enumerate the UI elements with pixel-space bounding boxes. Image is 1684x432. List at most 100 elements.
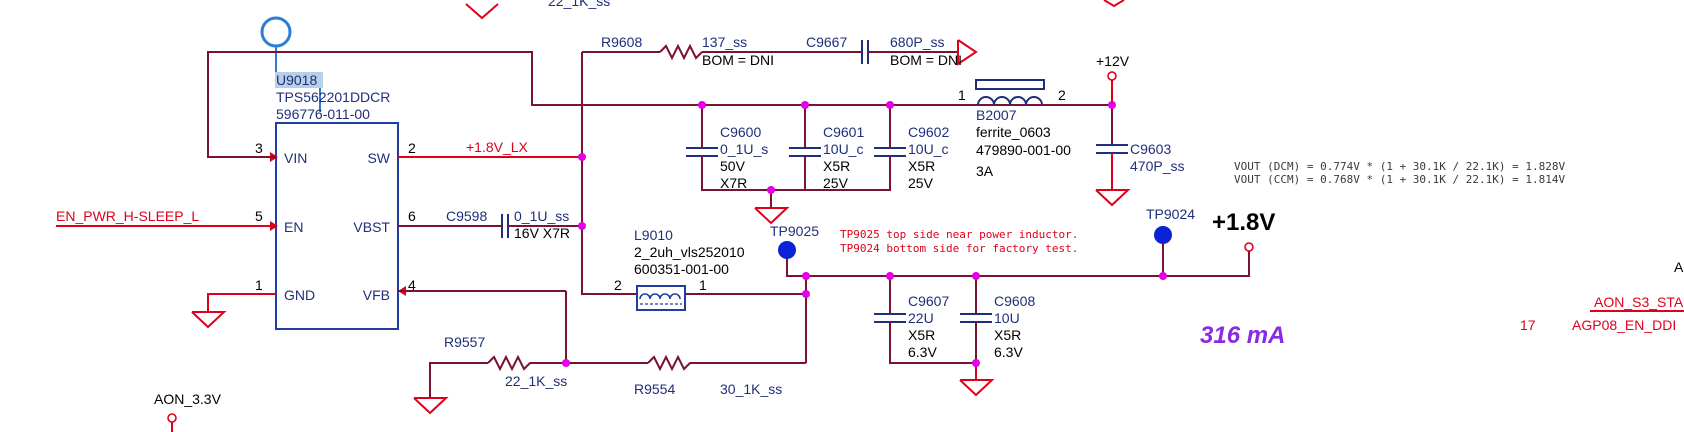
c9601-voltage: 25V <box>823 175 849 191</box>
l9010-part-number: 600351-001-00 <box>634 261 729 277</box>
note-tp9024: TP9024 bottom side for factory test. <box>840 242 1078 255</box>
c9667-body[interactable] <box>861 40 869 64</box>
c9601-dielectric: X5R <box>823 158 850 174</box>
aon33-terminal <box>167 413 177 423</box>
ic-gnd-wire <box>207 293 276 312</box>
b2007-pin1: 1 <box>958 87 966 103</box>
pin-gnd-number: 1 <box>255 277 263 293</box>
b2007-pin2: 2 <box>1058 87 1066 103</box>
l9010-pin1: 1 <box>699 277 707 293</box>
tp9025-label: TP9025 <box>770 223 819 239</box>
c9602-voltage: 25V <box>908 175 934 191</box>
c9602-value: 10U_c <box>908 141 948 157</box>
en-net-label: EN_PWR_H-SLEEP_L <box>56 208 199 224</box>
c9602-body[interactable] <box>874 147 906 157</box>
c9607-value: 22U <box>908 310 934 326</box>
pin-vbst-name: VBST <box>353 219 390 235</box>
ground-symbol-input-caps <box>754 207 790 225</box>
plus18-terminal <box>1244 242 1254 252</box>
b2007-refdes: B2007 <box>976 107 1017 123</box>
b2007-current: 3A <box>976 163 994 179</box>
sw-net-label: +1.8V_LX <box>466 139 529 155</box>
r9608-bom: BOM = DNI <box>702 52 774 68</box>
top-partial-ground <box>465 3 499 20</box>
c9600-value: 0_1U_s <box>720 141 768 157</box>
sw-node-wire <box>581 52 640 295</box>
top-right-partial-ground <box>1103 0 1125 8</box>
c9600-refdes: C9600 <box>720 124 761 140</box>
plus12-terminal <box>1107 71 1117 81</box>
pin-en-name: EN <box>284 219 303 235</box>
l9010-body[interactable] <box>636 285 686 311</box>
r9608-refdes: R9608 <box>601 34 642 50</box>
refdes-highlight <box>275 72 323 88</box>
pin-vin-number: 3 <box>255 140 263 156</box>
b2007-body[interactable] <box>975 79 1045 106</box>
pin-vbst-number: 6 <box>408 208 416 224</box>
top-partial-label: 22_1K_ss <box>548 0 610 9</box>
c9600-voltage: 50V <box>720 158 746 174</box>
pin-en-number: 5 <box>255 208 263 224</box>
current-annotation: 316 mA <box>1200 322 1285 349</box>
input-caps-gnd-wire <box>701 156 891 191</box>
c9608-value: 10U <box>994 310 1020 326</box>
c9600-dielectric: X7R <box>720 175 747 191</box>
note-tp9025: TP9025 top side near power inductor. <box>840 228 1078 241</box>
l9010-refdes: L9010 <box>634 227 673 243</box>
ground-symbol-feedback <box>413 397 449 415</box>
c9603-body[interactable] <box>1096 144 1128 154</box>
c9608-voltage: 6.3V <box>994 344 1023 360</box>
r9557-refdes: R9557 <box>444 334 485 350</box>
c9608-body[interactable] <box>960 313 992 323</box>
ground-symbol-output-caps <box>959 379 995 397</box>
c9601-value: 10U_c <box>823 141 863 157</box>
c9602-refdes: C9602 <box>908 124 949 140</box>
c9607-voltage: 6.3V <box>908 344 937 360</box>
pin-sw-name: SW <box>367 150 390 166</box>
c9608-dielectric: X5R <box>994 327 1021 343</box>
r9557-body[interactable] <box>487 354 566 372</box>
b2007-value: ferrite_0603 <box>976 124 1051 140</box>
tp9024-pad[interactable] <box>1154 226 1172 244</box>
note-vout-ccm: VOUT (CCM) = 0.768V * (1 + 30.1K / 22.1K… <box>1234 173 1566 186</box>
c9667-value: 680P_ss <box>890 34 944 50</box>
c9601-body[interactable] <box>789 147 821 157</box>
b2007-part-number: 479890-001-00 <box>976 142 1071 158</box>
agp08-net-label: AGP08_EN_DDI <box>1572 317 1676 333</box>
output-caps-gnd-wire <box>889 322 977 364</box>
ground-symbol-c9603 <box>1095 189 1131 207</box>
aon-s3-net-label: AON_S3_STA <box>1594 294 1684 310</box>
tp9024-label: TP9024 <box>1146 206 1195 222</box>
ic-refdes: U9018 <box>276 72 317 88</box>
c9607-body[interactable] <box>874 313 906 323</box>
l9010-pin2: 2 <box>614 277 622 293</box>
c9608-refdes: C9608 <box>994 293 1035 309</box>
r9554-value: 30_1K_ss <box>720 381 782 397</box>
c9603-value: 470P_ss <box>1130 158 1184 174</box>
pin-gnd-name: GND <box>284 287 315 303</box>
right-partial-label: A <box>1674 259 1684 275</box>
c9667-refdes: C9667 <box>806 34 847 50</box>
c9667-bom: BOM = DNI <box>890 52 962 68</box>
r9554-refdes: R9554 <box>634 381 675 397</box>
l9010-value: 2_2uh_vls252010 <box>634 244 745 260</box>
pin-vfb-number: 4 <box>408 277 416 293</box>
c9601-refdes: C9601 <box>823 124 864 140</box>
c9598-body[interactable] <box>501 214 509 238</box>
r9554-body[interactable] <box>647 354 704 372</box>
pin-vin-name: VIN <box>284 150 307 166</box>
ic-part-number: TPS562201DDCR <box>276 89 390 105</box>
c9598-dielectric: 16V X7R <box>514 225 570 241</box>
pin17-number: 17 <box>1520 317 1536 333</box>
c9600-body[interactable] <box>686 147 718 157</box>
c9607-refdes: C9607 <box>908 293 949 309</box>
c9602-dielectric: X5R <box>908 158 935 174</box>
ic-stock-number: 596776-011-00 <box>276 106 370 122</box>
r9608-body[interactable] <box>659 43 703 61</box>
c9603-refdes: C9603 <box>1130 141 1171 157</box>
plus18-label: +1.8V <box>1212 209 1275 236</box>
tp9025-pad[interactable] <box>778 241 796 259</box>
snubber-offpage-arrow <box>957 39 978 66</box>
r9557-value: 22_1K_ss <box>505 373 567 389</box>
